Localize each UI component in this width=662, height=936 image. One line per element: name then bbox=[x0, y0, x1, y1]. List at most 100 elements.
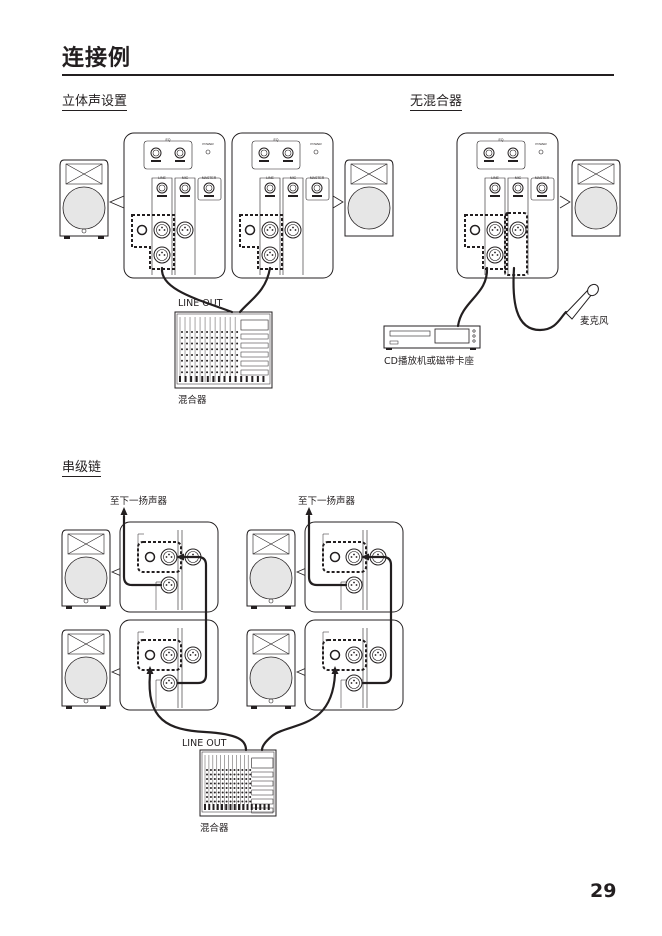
heading-no-mixer: 无混合器 bbox=[410, 90, 463, 111]
chain-line-out-label: LINE OUT bbox=[182, 738, 227, 749]
svg-text:LINE: LINE bbox=[266, 176, 274, 180]
line-out-jack bbox=[153, 246, 171, 264]
line-out-jack bbox=[486, 246, 504, 264]
phone-jack bbox=[136, 224, 148, 236]
no-mixer-speaker bbox=[559, 159, 621, 237]
microphone bbox=[565, 283, 599, 320]
line-out-jack bbox=[261, 246, 279, 264]
woofer bbox=[574, 186, 618, 230]
highlight-mic-jack bbox=[504, 212, 528, 276]
chain-left-cable-chain bbox=[176, 555, 208, 685]
svg-text:MIC: MIC bbox=[290, 176, 297, 180]
chain-cable-right bbox=[260, 672, 337, 752]
chain-right-speaker-top bbox=[246, 529, 312, 609]
phone-jack bbox=[144, 649, 156, 661]
woofer bbox=[64, 656, 108, 700]
svg-text:MASTER: MASTER bbox=[535, 176, 550, 180]
callout-pointer bbox=[108, 195, 125, 209]
chain-left-arrow-in bbox=[176, 553, 184, 561]
chain-left-arrow-up bbox=[120, 507, 128, 515]
line-in-jack bbox=[345, 548, 363, 566]
line-in-jack bbox=[486, 221, 504, 239]
line-out-jack bbox=[160, 674, 178, 692]
mic-in-jack bbox=[284, 221, 302, 239]
chain-left-panel-bottom bbox=[119, 619, 219, 711]
chain-right-cable-chain bbox=[361, 555, 393, 685]
callout-pointer bbox=[559, 195, 571, 209]
microphone-label: 麦克风 bbox=[580, 316, 609, 327]
line-out-jack bbox=[345, 576, 363, 594]
svg-text:MIC: MIC bbox=[182, 176, 189, 180]
stereo-line-out-label: LINE OUT bbox=[178, 298, 223, 309]
woofer bbox=[347, 186, 391, 230]
chain-right-panel-bottom bbox=[304, 619, 404, 711]
line-out-jack bbox=[160, 576, 178, 594]
chain-left-cable-to-next bbox=[122, 514, 163, 587]
line-in-jack bbox=[160, 646, 178, 664]
highlight-line-jacks bbox=[239, 214, 283, 270]
next-speaker-label-right: 至下一扬声器 bbox=[298, 496, 356, 507]
page-number: 29 bbox=[590, 880, 617, 902]
highlight-line-jacks bbox=[322, 639, 367, 671]
chain-right-speaker-bottom bbox=[246, 629, 312, 709]
stereo-cable-left bbox=[160, 266, 234, 314]
chain-mixer bbox=[199, 749, 277, 817]
svg-text:POWER: POWER bbox=[535, 142, 547, 146]
svg-text:MASTER: MASTER bbox=[202, 176, 217, 180]
chain-right-cable-to-next bbox=[307, 514, 348, 587]
woofer bbox=[249, 556, 293, 600]
stereo-panel-left: EQ POWER LINE MIC MASTER bbox=[123, 132, 226, 279]
next-speaker-label-left: 至下一扬声器 bbox=[110, 496, 168, 507]
callout-pointer bbox=[332, 195, 344, 209]
phone-jack bbox=[244, 224, 256, 236]
svg-text:EQ: EQ bbox=[165, 138, 170, 142]
heading-stereo: 立体声设置 bbox=[62, 90, 128, 111]
line-out-jack bbox=[345, 674, 363, 692]
chain-left-speaker-top bbox=[61, 529, 127, 609]
svg-text:EQ: EQ bbox=[273, 138, 278, 142]
chain-right-arrow-from-mixer bbox=[331, 666, 339, 674]
highlight-line-jacks bbox=[137, 639, 182, 671]
phone-jack bbox=[144, 551, 156, 563]
chain-left-arrow-from-mixer bbox=[146, 666, 154, 674]
line-in-jack bbox=[160, 548, 178, 566]
chain-mixer-label: 混合器 bbox=[200, 823, 229, 834]
line-in-jack bbox=[261, 221, 279, 239]
svg-text:MIC: MIC bbox=[515, 176, 522, 180]
svg-text:EQ: EQ bbox=[498, 138, 503, 142]
svg-text:LINE: LINE bbox=[158, 176, 166, 180]
chain-right-arrow-in bbox=[361, 553, 369, 561]
chain-left-panel-top bbox=[119, 521, 219, 613]
svg-text:POWER: POWER bbox=[310, 142, 322, 146]
stereo-mixer-label: 混合器 bbox=[178, 395, 207, 406]
cd-player bbox=[383, 325, 481, 350]
mic-in-jack bbox=[176, 221, 194, 239]
line-in-jack bbox=[153, 221, 171, 239]
chain-left-speaker-bottom bbox=[61, 629, 127, 709]
chain-right-panel-top bbox=[304, 521, 404, 613]
woofer bbox=[249, 656, 293, 700]
chain-cable-left bbox=[148, 672, 248, 752]
mic-cable bbox=[512, 266, 568, 332]
phone-jack bbox=[329, 551, 341, 563]
heading-daisy-chain: 串级链 bbox=[62, 456, 102, 477]
woofer bbox=[64, 556, 108, 600]
mic-in-jack bbox=[509, 221, 527, 239]
phone-jack bbox=[469, 224, 481, 236]
line-in-jack bbox=[345, 646, 363, 664]
cd-cable bbox=[456, 266, 489, 328]
highlight-line-jacks bbox=[131, 214, 175, 270]
chain-right-arrow-up bbox=[305, 507, 313, 515]
cd-player-label: CD播放机或磁带卡座 bbox=[384, 356, 474, 367]
highlight-line-jacks bbox=[464, 214, 508, 270]
phone-jack bbox=[329, 649, 341, 661]
stereo-cable-right bbox=[238, 266, 272, 314]
mic-in-jack bbox=[184, 646, 202, 664]
title-rule bbox=[62, 74, 614, 76]
svg-text:POWER: POWER bbox=[202, 142, 214, 146]
mic-in-jack bbox=[369, 646, 387, 664]
page-title: 连接例 bbox=[62, 46, 132, 71]
woofer bbox=[62, 186, 106, 230]
